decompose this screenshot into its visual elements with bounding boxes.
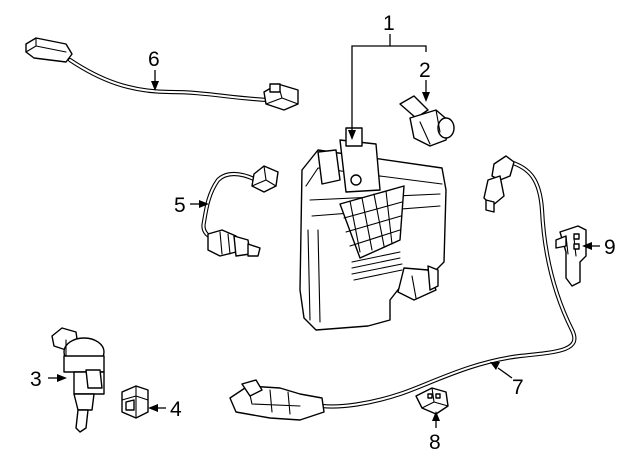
part-1-canister (299, 127, 447, 331)
part-3-valve (51, 327, 105, 433)
callout-9: 9 (604, 236, 616, 259)
part-9-bracket (555, 225, 587, 287)
part-6-harness (25, 37, 299, 111)
callout-5: 5 (174, 194, 186, 217)
callout-8: 8 (429, 431, 441, 454)
callout-3: 3 (30, 368, 42, 391)
callout-1: 1 (383, 12, 395, 35)
callout-7: 7 (512, 376, 524, 399)
callout-6: 6 (148, 48, 160, 71)
part-8-clip (415, 387, 449, 415)
part-7-harness (229, 155, 577, 421)
leader-lines (48, 34, 600, 428)
part-5-sensor (201, 165, 279, 257)
part-2-purge-valve (399, 95, 455, 147)
part-4-connector (121, 385, 149, 419)
callout-2: 2 (419, 59, 431, 82)
callout-4: 4 (170, 398, 182, 421)
